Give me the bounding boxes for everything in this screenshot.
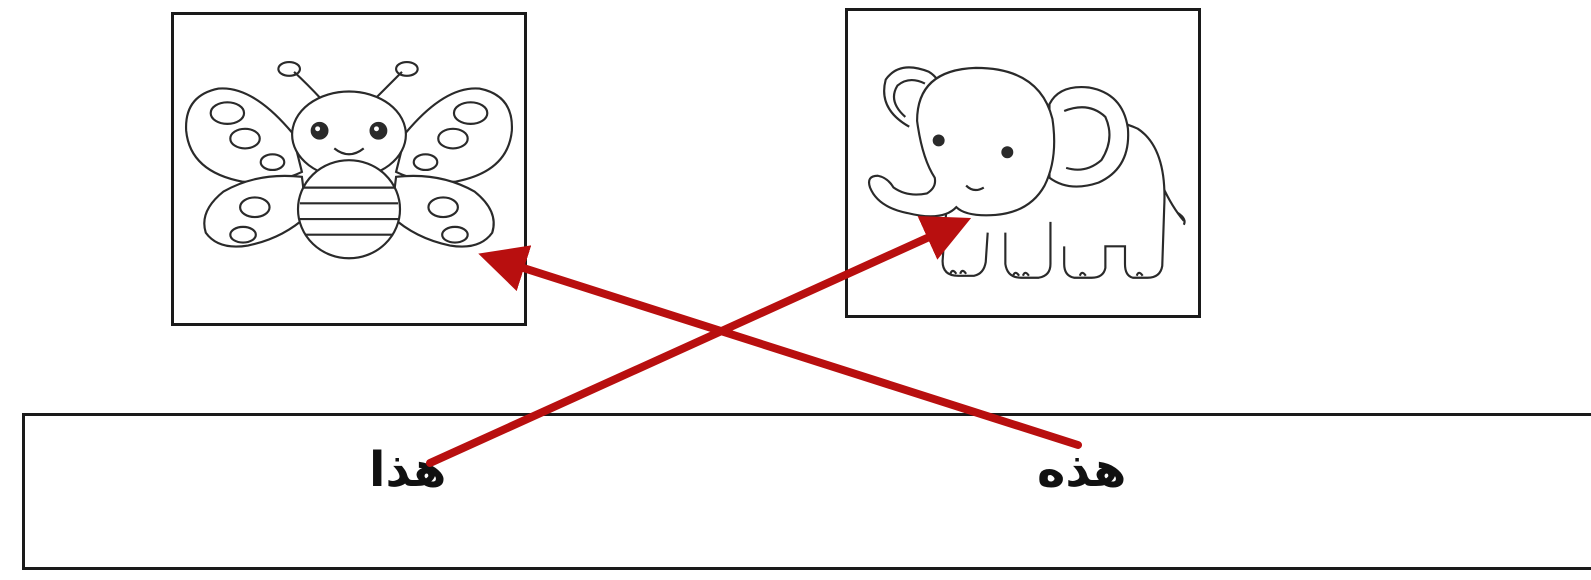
word-hathihi[interactable]: هذه: [1037, 442, 1127, 498]
word-hatha[interactable]: هذا: [369, 442, 447, 498]
butterfly-picture-box[interactable]: [171, 12, 527, 326]
elephant-picture-box[interactable]: [845, 8, 1201, 318]
word-strip: [22, 413, 1591, 570]
elephant-drawing: [867, 66, 1186, 279]
butterfly-drawing: [185, 61, 513, 260]
